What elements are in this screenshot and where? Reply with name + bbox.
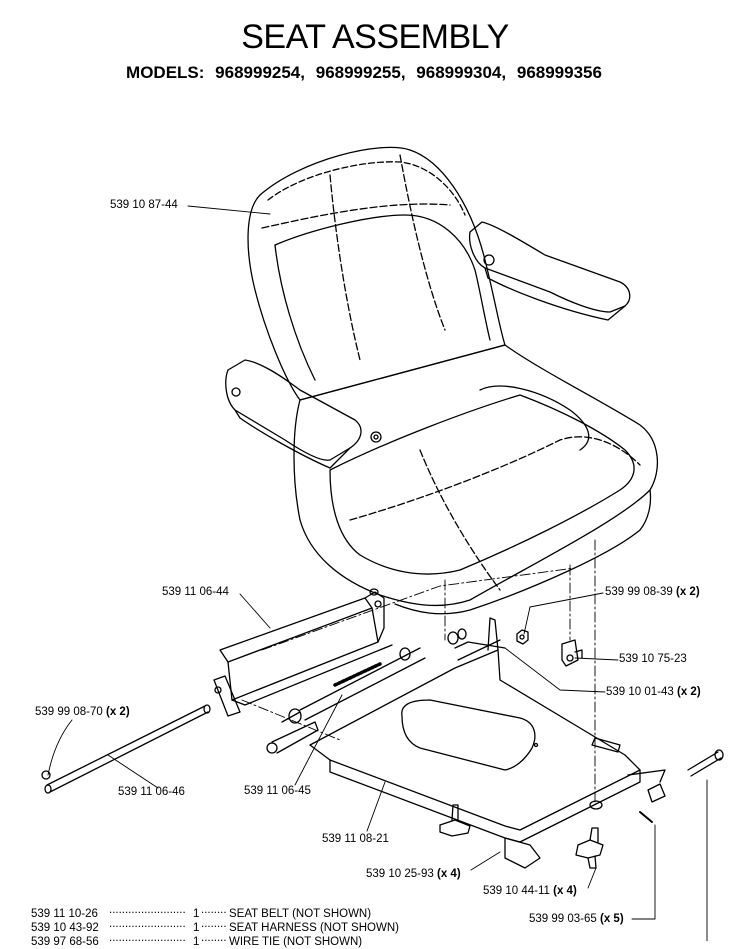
models-label: MODELS: — [126, 63, 205, 82]
seat-cushion-seam — [349, 436, 641, 521]
callout-rod: 539 11 06-46 — [118, 785, 185, 799]
bom-row: 539 10 43-92........................ 1...… — [31, 917, 399, 935]
quantity: (x 2) — [677, 686, 701, 698]
bom-part-number: 539 10 43-92 — [31, 922, 99, 934]
model-number: 968999254, — [215, 63, 305, 82]
part-number: 539 11 06-44 — [162, 586, 229, 598]
part-number: 539 99 08-39 — [605, 586, 673, 598]
bom-leader: ........................ — [109, 932, 186, 944]
bom-part-number: 539 97 68-56 — [31, 936, 99, 948]
model-number: 968999255, — [315, 63, 406, 82]
seat-back-inner-panel — [274, 214, 491, 341]
seat-cushion-inner — [329, 394, 635, 575]
callout-clip: 539 99 08-70 (x 2) — [35, 705, 130, 719]
quantity: (x 2) — [106, 706, 130, 718]
armrest-pivot-icon — [231, 387, 241, 397]
seat-back-seam — [329, 174, 361, 361]
bom-leader: ........................ — [109, 918, 186, 930]
bom-row: 539 97 68-56........................ 1...… — [31, 931, 362, 949]
models-line: MODELS: 968999254, 968999255, 968999304,… — [0, 63, 728, 83]
model-number: 968999356 — [516, 63, 602, 82]
seat-cushion-outline — [293, 344, 659, 607]
seat-back-inner-side — [274, 244, 316, 381]
seat-back-top-seam — [267, 161, 466, 216]
callout-bolt: 539 10 01-43 (x 2) — [606, 685, 701, 699]
bom-description: SEAT BELT (NOT SHOWN) — [229, 908, 372, 920]
mounting-plate-illustration — [309, 617, 666, 869]
callout-seat: 539 10 87-44 — [110, 198, 178, 212]
bom-leader: ........ — [201, 904, 227, 916]
bom-leader: ........................ — [109, 904, 186, 916]
callout-spring: 539 11 06-45 — [244, 784, 311, 798]
bom-part-number: 539 11 10-26 — [31, 908, 98, 920]
alignment-lines — [241, 539, 596, 806]
bom-row: 539 11 10-26........................ 1...… — [31, 903, 371, 921]
seat-illustration — [225, 146, 659, 615]
bom-leader: ........ — [201, 932, 227, 944]
right-armrest-edge — [484, 267, 626, 321]
part-number: 539 10 75-23 — [619, 653, 687, 665]
callout-pin: 539 99 03-65 (x 5) — [529, 912, 624, 926]
spring-mechanism-illustration — [266, 647, 426, 754]
callout-rail: 539 11 06-44 — [162, 585, 229, 599]
part-number: 539 99 08-70 — [35, 706, 103, 718]
quantity: (x 4) — [437, 868, 461, 880]
armrest-pivot-icon — [370, 431, 382, 443]
leader-lines — [47, 205, 708, 941]
part-number: 539 11 08-21 — [322, 833, 389, 845]
bom-description: WIRE TIE (NOT SHOWN) — [229, 936, 363, 948]
left-armrest-edge — [234, 409, 351, 469]
seat-back-seam — [399, 154, 446, 331]
quantity: (x 4) — [553, 885, 577, 897]
bom-leader: ........ — [201, 918, 227, 930]
seat-cushion-seam — [419, 449, 501, 591]
part-number: 539 10 01-43 — [606, 686, 674, 698]
quantity: (x 5) — [600, 913, 624, 925]
bom-description: SEAT HARNESS (NOT SHOWN) — [229, 922, 399, 934]
seat-cushion-front — [394, 489, 652, 615]
page-title: SEAT ASSEMBLY — [241, 18, 509, 56]
hardware-illustration — [41, 629, 724, 869]
left-armrest — [225, 359, 362, 461]
quantity: (x 2) — [676, 586, 700, 598]
part-number: 539 11 06-45 — [244, 785, 311, 797]
slide-rail-illustration — [213, 588, 393, 717]
part-number: 539 10 44-11 — [483, 885, 550, 897]
callout-bracket: 539 11 08-21 — [322, 832, 389, 846]
callout-nut: 539 99 08-39 (x 2) — [605, 585, 700, 599]
bom-quantity: 1 — [193, 936, 200, 948]
part-number: 539 99 03-65 — [529, 913, 597, 925]
part-number: 539 10 87-44 — [110, 199, 178, 211]
bom-quantity: 1 — [193, 922, 200, 934]
part-number: 539 11 06-46 — [118, 786, 185, 798]
part-number: 539 10 25-93 — [366, 868, 434, 880]
callout-knob-star: 539 10 44-11 (x 4) — [483, 884, 577, 898]
bom-quantity: 1 — [193, 908, 200, 920]
seat-back-outline — [247, 146, 506, 401]
model-number: 968999304, — [416, 63, 507, 82]
callout-knob-small: 539 10 25-93 (x 4) — [366, 867, 461, 881]
callout-switch: 539 10 75-23 — [619, 652, 687, 666]
seat-side-bolster — [479, 385, 590, 451]
seat-back-seam — [261, 203, 451, 229]
